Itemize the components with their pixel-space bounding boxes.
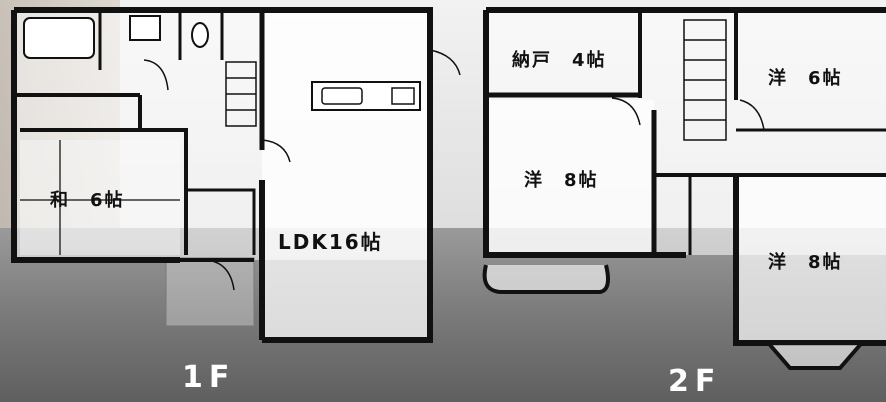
washbasin	[129, 15, 161, 41]
room-label-yo8-left: 洋 8帖	[524, 170, 599, 191]
stove	[391, 87, 415, 105]
door-swing-yo8-left	[611, 97, 641, 126]
bay-window-yo8-right	[768, 343, 862, 370]
windows-2f	[483, 7, 850, 258]
floor-plan-1f	[11, 7, 461, 343]
door-swing-bath	[143, 59, 169, 91]
windows-1f	[11, 7, 429, 339]
floor-label-2f: 2F	[668, 364, 722, 399]
entrance-porch	[165, 257, 255, 327]
door-swing-ldk-inner	[261, 139, 291, 163]
wall-yo8-right	[733, 175, 886, 346]
room-label-ldk: LDK16帖	[278, 230, 383, 254]
door-swing-ldk	[429, 49, 461, 76]
toilet	[191, 22, 209, 48]
ldk-room	[262, 10, 430, 340]
washitsu-room	[20, 140, 180, 255]
room-label-yo8-right: 洋 8帖	[768, 252, 843, 273]
yo8-right-room	[736, 175, 886, 343]
bay-window-yo8-left	[482, 264, 610, 294]
tatami-lines	[20, 140, 180, 255]
floor-plan-2f	[482, 7, 886, 370]
bathtub	[23, 17, 95, 59]
room-label-washitsu: 和 6帖	[50, 190, 125, 211]
room-label-yo6: 洋 6帖	[768, 68, 843, 89]
wall-washitsu-right	[138, 95, 188, 255]
door-swing-entrance	[205, 259, 235, 291]
door-swing-yo6	[739, 99, 765, 131]
room-label-nando: 納戸 4帖	[512, 50, 607, 71]
yo8-left-room	[486, 100, 654, 255]
kitchen-sink	[321, 87, 363, 105]
floor-label-1f: 1F	[182, 360, 236, 395]
wall-hall	[186, 188, 256, 255]
wall-2f-left	[483, 10, 686, 258]
stairs-2f	[683, 19, 727, 141]
stairs-1f	[225, 61, 257, 127]
